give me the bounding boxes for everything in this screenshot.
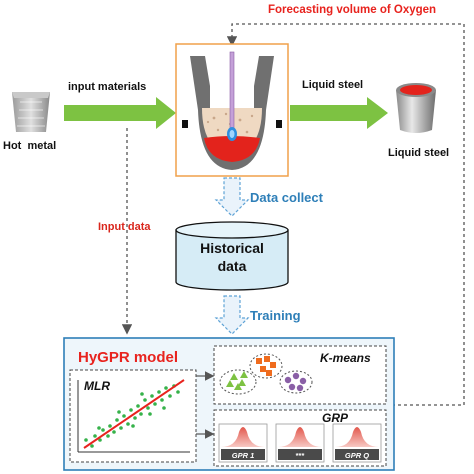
gpr-label-1: GPR 1 [232,451,255,460]
hygpr-model-title: HyGPR model [78,349,178,366]
input-materials-label: input materials [68,81,146,93]
input-data-label: Input data [98,221,151,233]
mlr-panel [69,369,197,463]
liquid-steel-arrow-label: Liquid steel [302,79,363,91]
grp-panel [213,409,387,467]
mlr-regression-line [83,379,185,449]
historical-data-line2: data [218,258,247,274]
gpr-card-1 [218,423,268,463]
liquid-steel-ladle-label: Liquid steel [388,147,449,159]
liquid-steel-arrow [290,97,388,129]
hot-metal-icon [12,92,50,132]
kmeans-cluster-purple [284,372,307,392]
training-label: Training [250,308,301,323]
gpr-card-3 [332,423,382,463]
mlr-label: MLR [84,379,110,393]
grp-label: GRP [322,411,349,425]
gpr-label-3: GPR Q [345,451,369,460]
ladle-icon [396,83,436,133]
kmeans-panel [213,345,387,405]
data-collect-arrow [214,177,250,217]
gpr-card-2 [275,423,325,463]
kmeans-label: K-means [320,351,371,365]
kmeans-cluster-green [226,371,248,390]
mlr-scatter-points [84,384,180,448]
historical-data-cylinder [175,221,289,291]
data-collect-label: Data collect [250,190,324,205]
gpr-label-2: *** [296,451,305,460]
historical-data-line1: Historical [200,240,264,256]
forecast-label: Forecasting volume of Oxygen [268,4,436,16]
hot-metal-label: Hot metal [3,140,56,152]
kmeans-cluster-orange [256,356,276,376]
input-materials-arrow [64,97,176,129]
training-arrow [214,295,250,335]
converter-furnace [175,43,289,177]
forecast-feedback-line [226,23,465,406]
